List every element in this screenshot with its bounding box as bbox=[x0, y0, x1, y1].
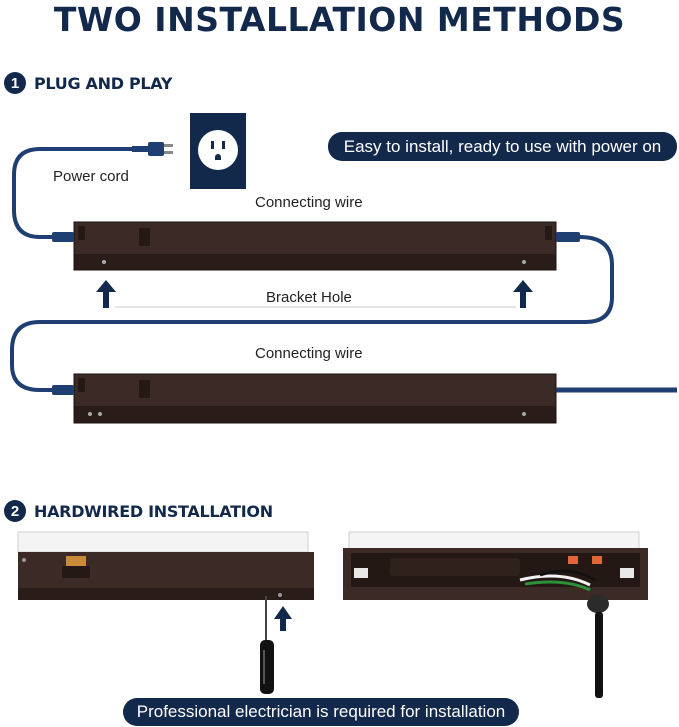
section-title: HARDWIRED INSTALLATION bbox=[34, 501, 273, 521]
step-number-badge: 1 bbox=[4, 72, 26, 94]
bracket-hole-label: Bracket Hole bbox=[266, 289, 352, 306]
power-plug-icon bbox=[132, 142, 173, 156]
electrician-required-callout: Professional electrician is required for… bbox=[123, 698, 519, 726]
bracket-hole-arrow-left-icon bbox=[96, 280, 116, 308]
connecting-wire bbox=[10, 235, 614, 392]
section-title: PLUG AND PLAY bbox=[34, 73, 173, 93]
bracket-hole-arrow-right-icon bbox=[513, 280, 533, 308]
wire-connector bbox=[52, 385, 74, 395]
power-cord-label: Power cord bbox=[53, 168, 129, 185]
wire-connector bbox=[556, 232, 580, 242]
light-bar-2 bbox=[73, 373, 557, 424]
mounting-arrow-icon bbox=[274, 606, 292, 631]
hardwired-bar-closed bbox=[17, 531, 314, 600]
screwdriver-icon bbox=[260, 596, 274, 694]
power-cord bbox=[12, 147, 132, 239]
light-bar-1 bbox=[73, 221, 557, 271]
connecting-wire-label: Connecting wire bbox=[255, 194, 363, 211]
wall-outlet-icon bbox=[190, 113, 246, 189]
step-number-badge: 2 bbox=[4, 500, 26, 522]
section-plug-and-play-header: 1 PLUG AND PLAY bbox=[4, 72, 172, 94]
easy-install-callout: Easy to install, ready to use with power… bbox=[328, 132, 677, 161]
page-title: TWO INSTALLATION METHODS bbox=[53, 0, 626, 39]
section-hardwired-header: 2 HARDWIRED INSTALLATION bbox=[4, 500, 273, 522]
hardwired-bar-open bbox=[343, 531, 648, 600]
connecting-wire-label: Connecting wire bbox=[255, 345, 363, 362]
junction-cable-icon bbox=[587, 595, 609, 698]
wire-connector bbox=[52, 232, 74, 242]
